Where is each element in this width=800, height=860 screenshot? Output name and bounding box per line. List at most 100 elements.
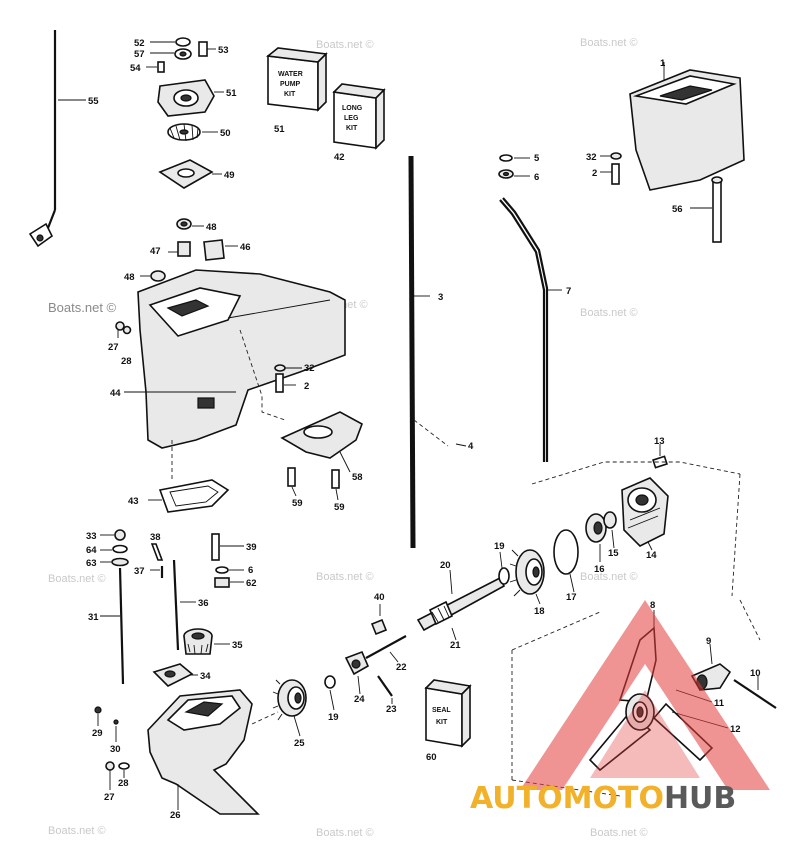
label-8: 8 <box>650 600 655 611</box>
watermarks: Boats.net © Boats.net © Boats.net © Boat… <box>48 37 648 839</box>
label-30: 30 <box>110 744 121 755</box>
part-40-clip <box>370 604 388 636</box>
label-48: 48 <box>124 272 135 283</box>
part-55-shift-rod <box>28 30 86 248</box>
label-43: 43 <box>128 496 139 507</box>
part-49-pump-plate <box>158 159 222 189</box>
label-56: 56 <box>672 204 683 215</box>
label-6: 6 <box>534 172 539 183</box>
part-3-driveshaft <box>408 155 467 549</box>
automotohub-logo: AUTOMOTOHUB <box>470 600 770 816</box>
label-52: 52 <box>134 38 145 49</box>
label-2: 2 <box>592 168 597 179</box>
logo-text-hub: HUB <box>664 781 736 816</box>
label-2: 2 <box>304 381 309 392</box>
label-54: 54 <box>130 63 141 74</box>
label-6: 6 <box>248 565 253 576</box>
label-25: 25 <box>294 738 305 749</box>
label-42: 42 <box>334 152 345 163</box>
watermark-large: Boats.net © <box>48 300 117 315</box>
watermark: Boats.net © <box>48 825 106 837</box>
label-53: 53 <box>218 45 229 56</box>
part-35-bearing <box>183 628 230 655</box>
part-39-6-62-stud-nut <box>211 533 244 588</box>
part-31-33-63-64-water-tube <box>100 529 129 685</box>
kit-text: KIT <box>284 91 296 98</box>
label-4: 4 <box>468 441 474 452</box>
label-44: 44 <box>110 388 121 399</box>
kit-text: PUMP <box>280 81 301 88</box>
label-5: 5 <box>534 153 540 164</box>
label-47: 47 <box>150 246 161 257</box>
part-51-pump-housing <box>157 79 224 117</box>
label-18: 18 <box>534 606 545 617</box>
part-1-adaptor-plate <box>629 62 745 191</box>
label-64: 64 <box>86 545 97 556</box>
label-20: 20 <box>440 560 451 571</box>
label-63: 63 <box>86 558 97 569</box>
label-34: 34 <box>200 671 211 682</box>
logo-inner-triangle-icon <box>590 690 700 778</box>
label-36: 36 <box>198 598 209 609</box>
part-27-28-upper-fasteners <box>115 321 132 338</box>
watermark: Boats.net © <box>580 571 638 583</box>
label-29: 29 <box>92 728 103 739</box>
kit-text: LONG <box>342 105 363 112</box>
part-50-impeller <box>167 123 218 142</box>
label-28: 28 <box>118 778 129 789</box>
label-55: 55 <box>88 96 99 107</box>
seal-kit: SEAL KIT <box>424 679 472 748</box>
label-39: 39 <box>246 542 257 553</box>
part-43-gasket <box>148 440 230 513</box>
label-48: 48 <box>206 222 217 233</box>
watermark: Boats.net © <box>580 307 638 319</box>
long-leg-kit: LONG LEG KIT <box>332 83 386 150</box>
label-37: 37 <box>134 566 145 577</box>
label-9: 9 <box>706 636 711 647</box>
kit-text: KIT <box>346 125 358 132</box>
part-26-gearcase <box>147 689 279 815</box>
watermark: Boats.net © <box>316 571 374 583</box>
label-16: 16 <box>594 564 605 575</box>
logo-text-moto: MOTO <box>563 781 664 816</box>
label-31: 31 <box>88 612 99 623</box>
label-33: 33 <box>86 531 97 542</box>
label-38: 38 <box>150 532 161 543</box>
label-21: 21 <box>450 640 461 651</box>
label-58: 58 <box>352 472 363 483</box>
label-15: 15 <box>608 548 619 559</box>
label-17: 17 <box>566 592 577 603</box>
part-25-pinion-gear <box>272 679 307 737</box>
label-23: 23 <box>386 704 397 715</box>
label-32: 32 <box>304 363 315 374</box>
kit-text: SEAL <box>432 707 451 714</box>
label-27: 27 <box>108 342 119 353</box>
kit-text: WATER <box>278 71 303 78</box>
part-58-bracket <box>280 411 363 501</box>
watermark: Boats.net © <box>48 573 106 585</box>
label-27: 27 <box>104 792 115 803</box>
label-35: 35 <box>232 640 243 651</box>
label-14: 14 <box>646 550 657 561</box>
water-pump-kit: WATER PUMP KIT <box>266 47 328 112</box>
label-19: 19 <box>494 541 505 552</box>
label-46: 46 <box>240 242 251 253</box>
part-labels: 1 2 2 3 4 5 6 6 7 8 9 10 11 12 13 14 15 … <box>86 38 761 821</box>
part-37-38-pins <box>150 543 164 578</box>
label-62: 62 <box>246 578 257 589</box>
part-44-driveshaft-housing <box>124 269 346 449</box>
part-56-tube <box>690 176 723 243</box>
watermark: Boats.net © <box>590 827 648 839</box>
label-11: 11 <box>714 698 725 709</box>
label-1: 1 <box>660 58 666 69</box>
label-22: 22 <box>396 662 407 673</box>
part-52-57-pump-small-parts <box>146 37 216 73</box>
label-10: 10 <box>750 668 761 679</box>
watermark: Boats.net © <box>316 827 374 839</box>
logo-text: AUTOMOTOHUB <box>470 781 736 816</box>
part-48-47-46-small-parts <box>140 218 238 282</box>
part-34-retainer <box>152 663 198 687</box>
assembly-outlines <box>511 461 761 797</box>
label-24: 24 <box>354 694 365 705</box>
